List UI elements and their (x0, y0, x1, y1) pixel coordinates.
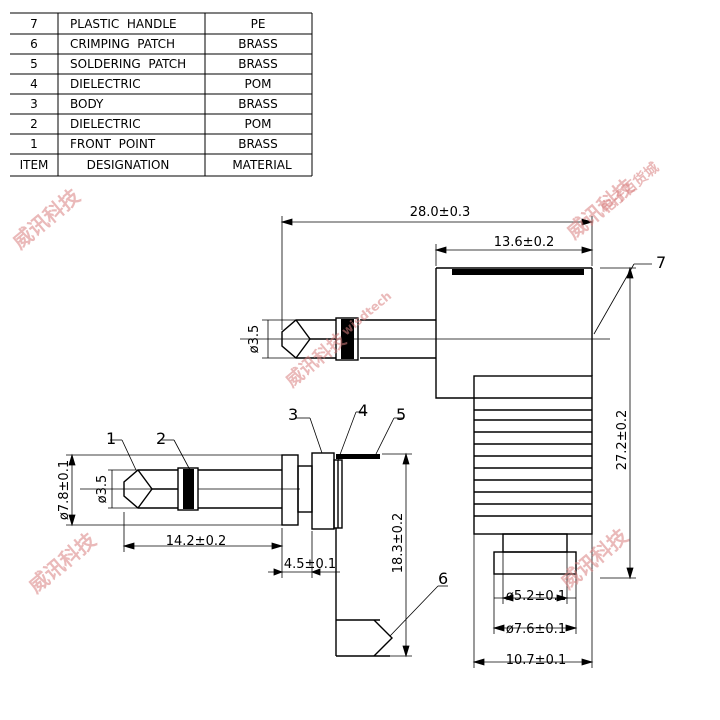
dim-cable-inner: ø5.2±0.1 (506, 589, 566, 604)
bom-row-5-material: BRASS (238, 57, 278, 71)
dim-pin-dia-top: ø3.5 (247, 325, 262, 354)
bom-row-4-item: 4 (30, 77, 38, 91)
bom-row-7-material: PE (251, 17, 266, 31)
side-view (80, 452, 393, 657)
callout-1: 1 (106, 429, 116, 448)
dim-tail-height: 18.3±0.2 (391, 513, 406, 574)
bom-row-6-material: BRASS (238, 37, 278, 51)
watermark-site: wisdtech (339, 289, 394, 339)
callout-7: 7 (656, 253, 666, 272)
dim-handle-height: 27.2±0.2 (615, 410, 630, 471)
dim-pin-dia-side: ø3.5 (95, 475, 110, 504)
bom-header-designation: DESIGNATION (87, 158, 170, 172)
bom-header-item: ITEM (20, 158, 49, 172)
bom-row-5-item: 5 (30, 57, 38, 71)
bom-row-5-designation: SOLDERING PATCH (70, 57, 186, 71)
bom-row-3-material: BRASS (238, 97, 278, 111)
dim-base-width: 10.7±0.1 (506, 653, 567, 668)
bom-row-3-item: 3 (30, 97, 38, 111)
top-view (240, 267, 610, 575)
bom-row-4-designation: DIELECTRIC (70, 77, 141, 91)
bom-row-7-designation: PLASTIC HANDLE (70, 17, 177, 31)
callout-3: 3 (288, 405, 298, 424)
callout-2: 2 (156, 429, 166, 448)
watermark-group: 威讯科技 威讯科技 威讯科技 威讯科技 威讯科技 电子百货城 wisdtech (8, 159, 662, 598)
bom-row-2-item: 2 (30, 117, 38, 131)
callout-5: 5 (396, 405, 406, 424)
bom-header-material: MATERIAL (232, 158, 292, 172)
bom-row-2-designation: DIELECTRIC (70, 117, 141, 131)
dim-body-dia: ø7.8±0.1 (57, 460, 72, 520)
bom-row-2-material: POM (244, 117, 271, 131)
watermark-brand: 威讯科技 (8, 183, 85, 253)
bom-row-4-material: POM (244, 77, 271, 91)
bom-row-6-item: 6 (30, 37, 38, 51)
dim-cable-outer: ø7.6±0.1 (506, 622, 566, 637)
side-view-dimensions (66, 411, 448, 658)
bom-row-1-designation: FRONT POINT (70, 137, 156, 151)
bom-row-1-item: 1 (30, 137, 38, 151)
callout-6: 6 (438, 569, 448, 588)
bom-row-1-material: BRASS (238, 137, 278, 151)
dim-handle-width: 13.6±0.2 (494, 235, 555, 250)
dim-flange: 4.5±0.1 (284, 557, 336, 572)
top-view-dimensions (262, 216, 652, 668)
dim-pin-length: 14.2±0.2 (166, 534, 227, 549)
bom-row-6-designation: CRIMPING PATCH (70, 37, 175, 51)
dim-overall-length: 28.0±0.3 (410, 205, 471, 220)
bom-row-3-designation: BODY (70, 97, 104, 111)
watermark-brand: 威讯科技 (24, 527, 101, 597)
callout-4: 4 (358, 401, 368, 420)
bom-table (10, 12, 313, 177)
bom-row-7-item: 7 (30, 17, 38, 31)
